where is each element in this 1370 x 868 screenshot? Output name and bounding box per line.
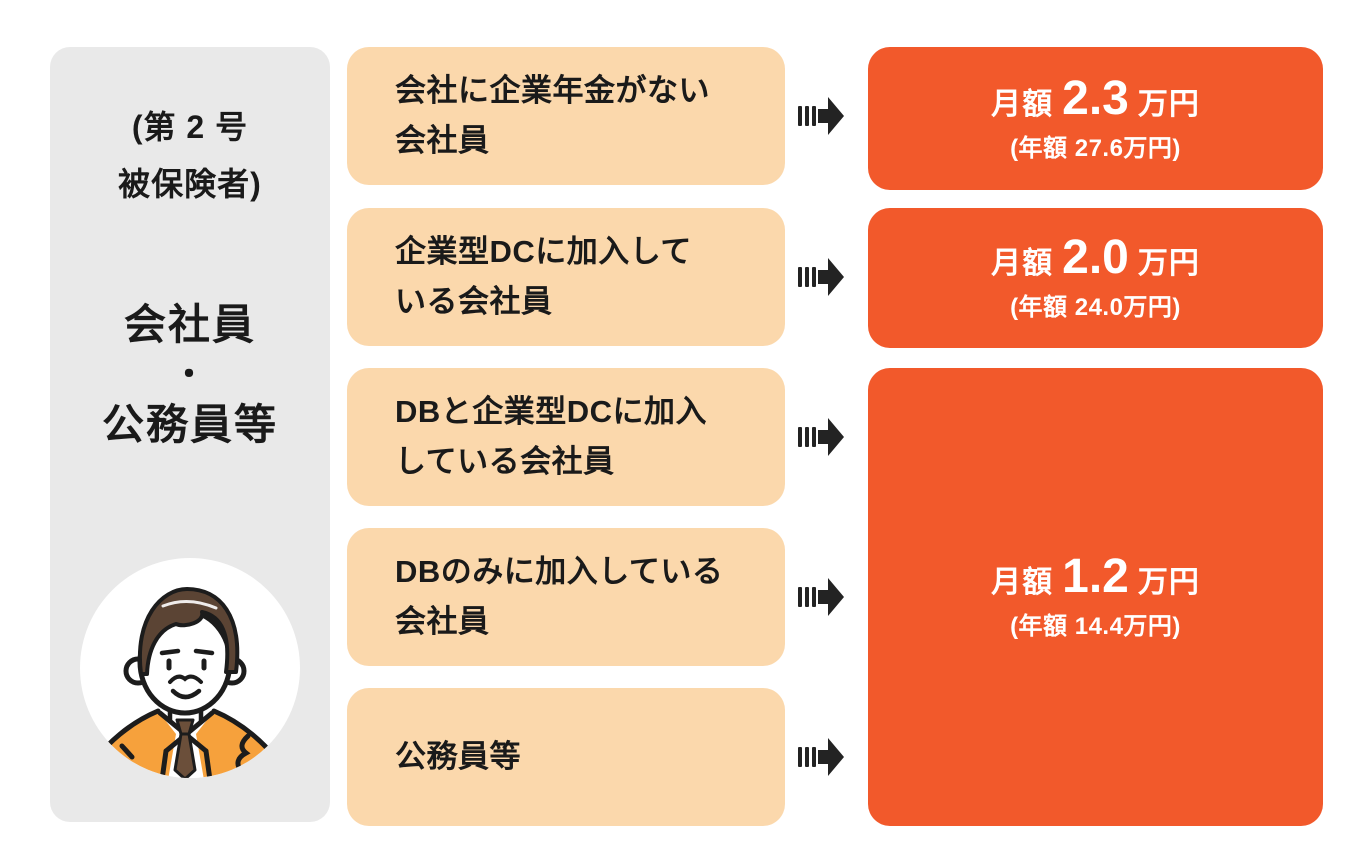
subtitle-line-2: 被保険者) (118, 166, 262, 202)
group-label-separator: ・ (172, 356, 208, 394)
insured-category-subtitle: (第 2 号 被保険者) (50, 99, 330, 213)
monthly-prefix: 月額 (991, 566, 1054, 599)
flow-arrow-icon (798, 738, 844, 776)
businessman-avatar (80, 558, 300, 778)
monthly-unit: 万円 (1137, 566, 1200, 599)
flow-arrow-icon (798, 258, 844, 296)
category-text-line: 公務員等 (395, 739, 521, 774)
category-box-db-and-corporate-dc: DBと企業型DCに加入 している会社員 (347, 368, 785, 506)
flow-arrow-icon (798, 578, 844, 616)
monthly-value: 2.3 (1062, 71, 1129, 125)
insured-group-label: 会社員 ・ 公務員等 (50, 299, 330, 451)
category-text-line: いる会社員 (395, 284, 553, 319)
monthly-prefix: 月額 (991, 87, 1054, 121)
flow-arrow-icon (798, 418, 844, 456)
monthly-unit: 万円 (1137, 87, 1200, 121)
annual-amount: (年額 14.4万円) (1010, 613, 1181, 640)
flow-arrow-icon (798, 97, 844, 135)
subtitle-line-1: (第 2 号 (131, 109, 249, 145)
category-box-db-only: DBのみに加入している 会社員 (347, 528, 785, 666)
monthly-prefix: 月額 (991, 247, 1054, 280)
category-text-line: DBと企業型DCに加入 (395, 394, 708, 429)
category-box-public-servant: 公務員等 (347, 688, 785, 826)
group-label-line-2: 公務員等 (101, 401, 278, 448)
businessman-illustration-icon (80, 558, 300, 778)
monthly-unit: 万円 (1137, 247, 1200, 280)
category-box-no-corporate-pension: 会社に企業年金がない 会社員 (347, 47, 785, 185)
group-label-line-1: 会社員 (123, 301, 256, 348)
category-text-line: 会社に企業年金がない (395, 73, 710, 108)
category-box-corporate-dc: 企業型DCに加入して いる会社員 (347, 208, 785, 346)
annual-amount: (年額 27.6万円) (1010, 134, 1181, 162)
annual-amount: (年額 24.0万円) (1010, 294, 1181, 321)
monthly-value: 2.0 (1062, 231, 1129, 284)
category-text-line: 会社員 (395, 604, 490, 639)
insured-group-panel: (第 2 号 被保険者) 会社員 ・ 公務員等 (50, 47, 330, 822)
category-text-line: 企業型DCに加入して (395, 234, 692, 269)
category-text-line: 会社員 (395, 123, 490, 158)
monthly-value: 1.2 (1062, 550, 1129, 603)
category-text-line: している会社員 (395, 444, 615, 479)
category-text-line: DBのみに加入している (395, 554, 724, 589)
